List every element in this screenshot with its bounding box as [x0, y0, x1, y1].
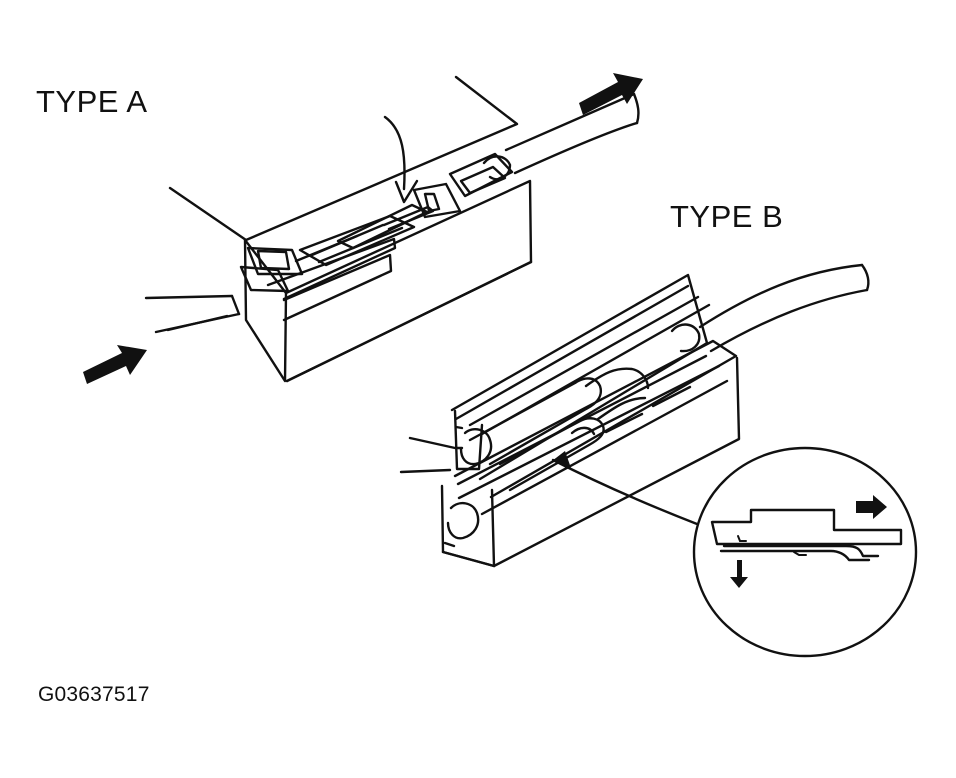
type-b-cable-bottom: [711, 290, 867, 351]
type-b-upper-rail: [470, 297, 698, 425]
type-a-probe-inner: [168, 316, 227, 330]
type-a-probe-top: [146, 296, 232, 298]
release-lever-lower: [721, 551, 869, 560]
type-b-neck-upper: [586, 369, 648, 388]
type-b-label: TYPE B: [670, 199, 784, 234]
type-a-spring: [414, 184, 460, 217]
type-a-bottom-edge: [287, 262, 531, 381]
type-b-lower-rail-2: [459, 366, 719, 498]
type-a-rail-1: [248, 248, 302, 274]
type-b-neck-lower: [598, 398, 645, 419]
detail-callout-circle: [694, 448, 916, 656]
arrow-down-icon: [730, 560, 748, 588]
type-b-terminal-lower: [500, 418, 604, 490]
type-a-body-face: [245, 240, 286, 381]
type-a-top-slot: [384, 207, 433, 229]
push-down-arrow-icon: [385, 117, 405, 189]
type-b-cable: [700, 265, 868, 351]
figure-code: G03637517: [38, 683, 150, 706]
release-notch: [794, 552, 806, 555]
type-a-connector: [170, 77, 531, 381]
type-a-cable-end: [634, 94, 638, 123]
type-b-inner-lock: [572, 428, 594, 434]
type-b-front-cap-top: [461, 429, 491, 464]
pull-arrow-icon: [579, 73, 643, 115]
type-b-cable-end: [862, 265, 868, 290]
release-tab: [712, 510, 901, 544]
type-b-socket: [672, 325, 699, 352]
type-a-lower-slot: [284, 255, 391, 320]
type-a-cable: [506, 94, 638, 173]
push-down-arrow-head: [396, 181, 417, 202]
pointer-line-lower: [401, 470, 450, 472]
type-b-small-slot-2: [606, 414, 642, 432]
type-b-connector: [442, 275, 739, 566]
type-b-small-slot: [653, 387, 690, 406]
type-a-tool: [146, 296, 239, 332]
type-b-front-detail-1: [456, 427, 462, 428]
type-b-cable-top: [700, 265, 862, 327]
callout: [552, 448, 916, 656]
insert-arrow-icon: [83, 345, 147, 384]
type-b-front-cap-bottom: [448, 503, 478, 538]
type-b-pointer-lines: [401, 438, 455, 472]
type-b-lower-bottom: [443, 552, 494, 566]
type-a-probe-tip: [232, 296, 239, 314]
type-a-latch-inner: [461, 167, 505, 193]
curved-arrow-icon: [553, 460, 697, 524]
type-a-latch: [450, 154, 512, 196]
type-b-terminal-upper: [470, 378, 601, 464]
type-a-top-notch: [425, 194, 439, 211]
curved-arrow-head: [552, 451, 571, 468]
type-a-body-top: [170, 77, 517, 240]
release-spring: [738, 536, 746, 541]
type-a-cable-top: [506, 94, 634, 150]
arrow-right-icon: [856, 495, 887, 519]
type-a-insert-slot: [338, 205, 427, 248]
type-a-cable-socket: [484, 156, 510, 179]
type-b-lower-rail-3: [482, 381, 727, 514]
pointer-line-upper: [410, 438, 455, 448]
type-a-cable-bottom: [515, 123, 637, 173]
type-b-front-detail-3: [445, 543, 454, 546]
type-b-lower-right: [494, 358, 739, 566]
type-b-top-cover-inner: [456, 286, 688, 419]
type-a-terminal-inner-3: [296, 236, 357, 261]
type-a-label: TYPE A: [36, 84, 148, 119]
type-b-top-cover: [452, 275, 707, 479]
type-a-terminal: [300, 216, 414, 265]
release-lever: [724, 546, 878, 556]
type-b-lower-top: [455, 341, 736, 497]
type-a-rail-3: [258, 251, 289, 269]
type-a-arrows: [83, 73, 643, 384]
